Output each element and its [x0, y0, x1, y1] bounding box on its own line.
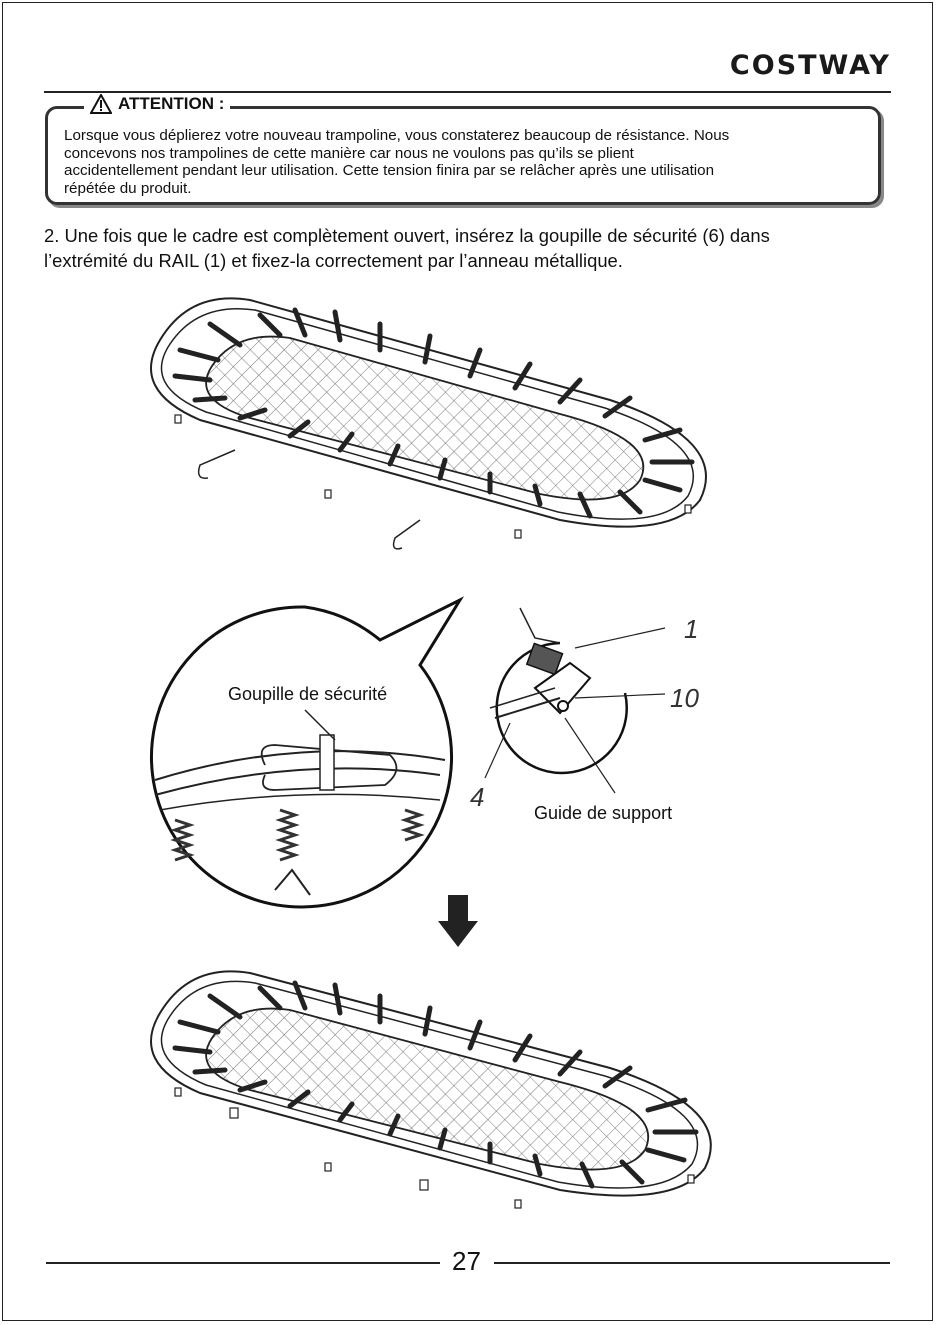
trampoline-illustration-bottom — [150, 970, 712, 1209]
attention-line: répétée du produit. — [64, 179, 192, 197]
page-number: 27 — [452, 1246, 481, 1276]
warning-icon — [90, 94, 112, 114]
attention-line: Lorsque vous déplierez votre nouveau tra… — [64, 127, 730, 144]
brand-logo: COSTWAY — [729, 50, 891, 81]
attention-line: accidentellement pendant leur utilisatio… — [64, 162, 715, 180]
attention-heading: ATTENTION : — [84, 94, 231, 114]
attention-label: ATTENTION : — [118, 94, 225, 113]
safety-pin-label: Goupille de sécurité — [228, 684, 388, 705]
part-number-10: 10 — [670, 683, 699, 714]
attention-box — [45, 106, 881, 205]
trampoline-illustration-top — [150, 297, 707, 550]
arrow-down-icon — [438, 895, 478, 947]
attention-line: concevons nos trampolines de cette maniè… — [64, 144, 634, 162]
support-guide-label: Guide de support — [534, 803, 673, 824]
safety-pin-detail-illustration — [150, 596, 465, 909]
attention-text: Lorsque vous déplierez votre nouveau tra… — [64, 127, 864, 197]
footer-rule-right — [494, 1262, 890, 1264]
step-instruction: 2. Une fois que le cadre est complètemen… — [44, 223, 904, 273]
footer-rule-left — [46, 1262, 440, 1264]
support-guide-illustration — [484, 607, 666, 794]
header-rule — [44, 91, 891, 93]
part-number-4: 4 — [470, 782, 485, 813]
step-line: l’extrémité du RAIL (1) et fixez-la corr… — [44, 250, 623, 271]
part-number-1: 1 — [684, 614, 699, 645]
step-line: 2. Une fois que le cadre est complètemen… — [44, 225, 770, 246]
